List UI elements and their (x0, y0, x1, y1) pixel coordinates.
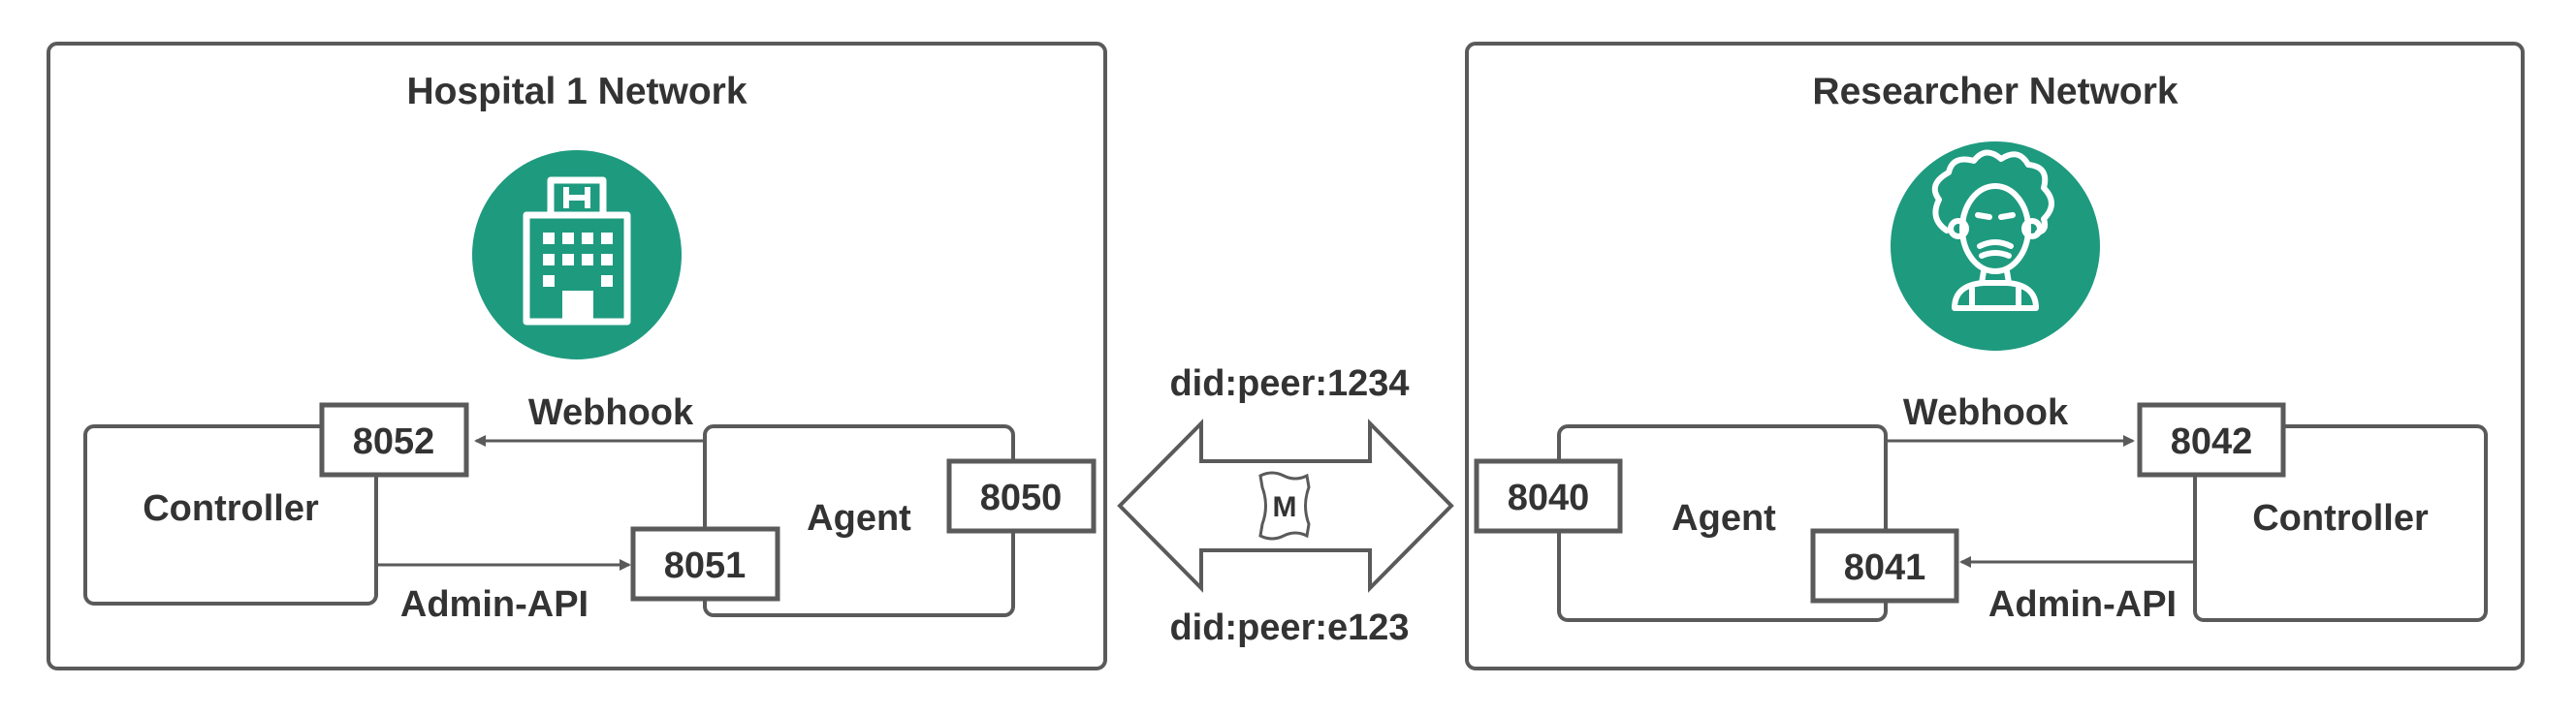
did-bottom-label: did:peer:e123 (1169, 607, 1409, 648)
svg-text:8051: 8051 (664, 545, 747, 586)
hospital-webhook-label: Webhook (528, 392, 694, 433)
hospital-controller-box (83, 424, 378, 606)
researcher-port-inbound: 8040 (1474, 458, 1623, 534)
hospital-port-admin: 8051 (630, 526, 780, 602)
did-top-label: did:peer:1234 (1169, 363, 1409, 404)
hospital-controller-label: Controller (143, 488, 319, 529)
hospital-agent-label: Agent (807, 498, 911, 539)
researcher-network-border (1465, 42, 2525, 670)
scientist-icon (1891, 141, 2100, 351)
researcher-port-admin: 8041 (1810, 528, 1959, 604)
hospital-port-inbound: 8050 (946, 458, 1097, 534)
researcher-network-title: Researcher Network (1812, 71, 2178, 112)
didcomm-connection: did:peer:1234 M did:peer:e123 (1117, 363, 1454, 648)
researcher-network-panel: Researcher Network Controller (1465, 42, 2525, 670)
svg-text:8040: 8040 (1508, 478, 1590, 518)
researcher-controller-label: Controller (2252, 498, 2429, 539)
researcher-admin-api-label: Admin-API (1988, 584, 2177, 625)
hospital-network-border (47, 42, 1107, 670)
hospital-building-icon (472, 150, 682, 359)
svg-text:8041: 8041 (1844, 547, 1926, 588)
hospital-port-webhook: 8052 (319, 402, 469, 478)
message-scroll-icon: M (1258, 471, 1311, 541)
researcher-agent-label: Agent (1671, 498, 1776, 539)
svg-text:8042: 8042 (2171, 421, 2253, 462)
researcher-port-webhook: 8042 (2137, 402, 2286, 478)
svg-text:8050: 8050 (980, 478, 1063, 518)
svg-text:M: M (1273, 491, 1297, 523)
researcher-webhook-label: Webhook (1903, 392, 2069, 433)
svg-text:8052: 8052 (353, 421, 435, 462)
hospital-network-panel: Hospital 1 Network (47, 42, 1107, 670)
hospital-network-title: Hospital 1 Network (406, 71, 747, 112)
hospital-admin-api-label: Admin-API (400, 584, 588, 625)
